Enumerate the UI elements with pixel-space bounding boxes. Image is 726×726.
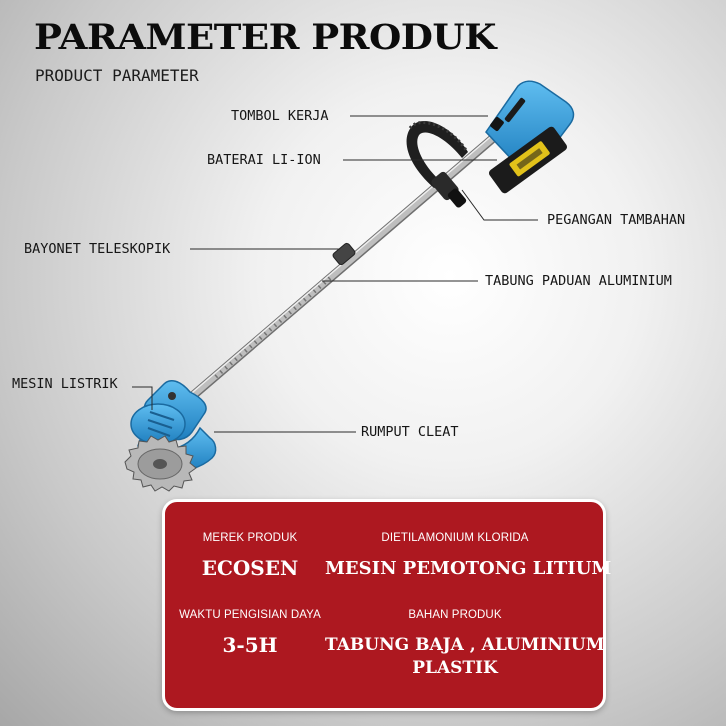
spec-panel: MEREK PRODUK ECOSEN DIETILAMONIUM KLORID…: [162, 499, 612, 711]
callout-pegangan: PEGANGAN TAMBAHAN: [547, 212, 686, 228]
spec-material-label: BAHAN PRODUK: [408, 609, 502, 621]
callout-bayonet: BAYONET TELESKOPIK: [24, 241, 171, 257]
callout-rumput: RUMPUT CLEAT: [361, 424, 459, 440]
callout-mesin: MESIN LISTRIK: [12, 376, 118, 392]
spec-material-value-2: PLASTIK: [412, 658, 498, 678]
spec-brand-label: MEREK PRODUK: [202, 532, 298, 544]
page-title: PARAMETER PRODUK: [34, 17, 496, 58]
spec-type-label: DIETILAMONIUM KLORIDA: [381, 532, 529, 544]
spec-brand: MEREK PRODUK ECOSEN: [165, 532, 335, 580]
page-subtitle: PRODUCT PARAMETER: [35, 66, 199, 85]
auxiliary-handle: [406, 121, 468, 188]
spec-charge-label: WAKTU PENGISIAN DAYA: [179, 609, 321, 621]
electric-motor-head: [130, 379, 207, 445]
callout-baterai: BATERAI LI-ION: [207, 152, 321, 168]
callout-tombol-kerja: TOMBOL KERJA: [231, 108, 329, 124]
callout-tabung: TABUNG PADUAN ALUMINIUM: [485, 273, 672, 289]
spec-brand-value: ECOSEN: [201, 556, 299, 580]
spec-type: DIETILAMONIUM KLORIDA MESIN PEMOTONG LIT…: [325, 532, 612, 580]
saw-blade: [124, 435, 197, 492]
callout-line-mesin: [132, 386, 153, 410]
callout-line-pegangan: [461, 189, 538, 221]
spec-charge: WAKTU PENGISIAN DAYA 3-5H: [165, 609, 335, 657]
li-ion-battery: [488, 126, 568, 194]
spec-type-value: MESIN PEMOTONG LITIUM: [325, 558, 612, 579]
spec-charge-value: 3-5H: [222, 633, 278, 657]
spec-material-value-1: TABUNG BAJA , ALUMINIUM: [325, 635, 605, 655]
spec-material: BAHAN PRODUK TABUNG BAJA , ALUMINIUM PLA…: [325, 609, 605, 680]
